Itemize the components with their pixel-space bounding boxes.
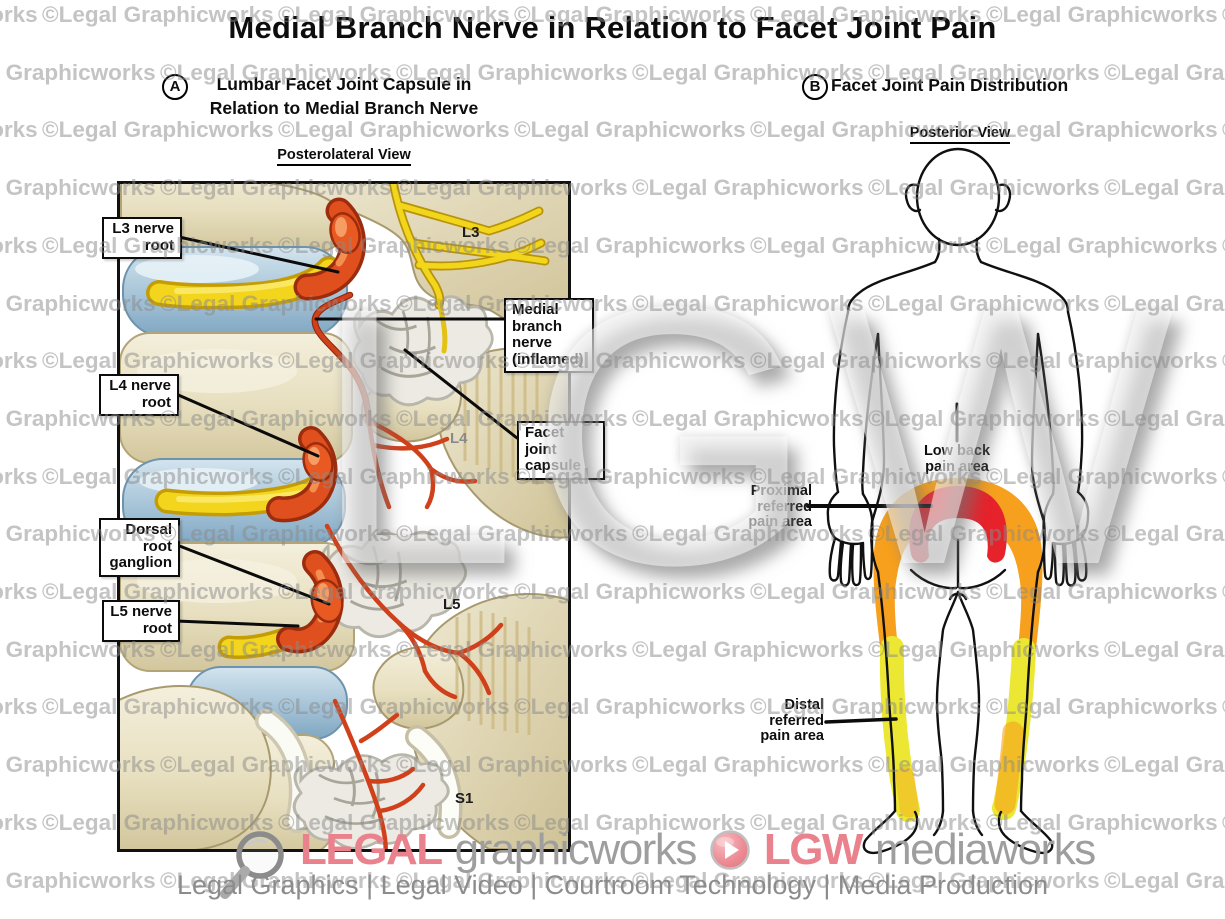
label-low-back-pain-area: Low back pain area: [923, 443, 991, 475]
watermark-tile: ©Legal Graphicworks: [0, 232, 38, 258]
right-ear: [994, 183, 1012, 213]
watermark-tile: ©Legal Graphicworks: [0, 809, 38, 835]
panel-b-view-text: Posterior View: [909, 125, 1011, 144]
watermark-tile: ©Legal Graphicworks: [1104, 752, 1225, 778]
right-foot: [971, 809, 1054, 855]
pain-area-low-back: [909, 486, 1007, 563]
nerve-roots: [266, 197, 367, 654]
callout-facet-joint-capsule: Facet joint capsule: [517, 421, 605, 480]
watermark-tile: ©Legal Graphicworks: [1104, 636, 1225, 662]
vertebra-label-l3: L3: [462, 224, 480, 241]
watermark-tile: ©Legal Graphicworks: [0, 117, 38, 143]
watermark-tile: ©Legal Graphicworks: [1104, 521, 1225, 547]
watermark-tile: ©Legal Graphicworks: [1104, 405, 1225, 431]
panel-a-badge: A: [162, 74, 188, 100]
l3-nerve-root: [293, 197, 367, 301]
shoulders: [846, 260, 1070, 314]
left-hand: [826, 490, 874, 587]
play-icon: [710, 830, 750, 870]
vertebra-label-l4: L4: [450, 430, 468, 447]
legs-outer: [876, 570, 1040, 813]
dorsal-ramus-tree: [388, 181, 550, 354]
watermark-tile: ©Legal Graphicworks: [514, 117, 746, 143]
watermark-tile: ©Legal Graphicworks: [1104, 290, 1225, 316]
watermark-tile: ©Legal Graphicworks: [42, 117, 274, 143]
panel-b-view-label: Posterior View: [860, 125, 1060, 144]
watermark-tile: ©Legal Graphicworks: [0, 579, 38, 604]
watermark-tile: ©Legal Graphicworks: [0, 59, 156, 85]
brand-mediaworks: mediaworks: [874, 825, 1096, 874]
watermark-tile: ©Legal Graphicworks: [0, 463, 38, 489]
arms-inner: [861, 332, 1055, 496]
magnifier-icon: [220, 831, 284, 899]
callout-l5-nerve-root: L5 nerve root: [102, 600, 180, 642]
footer-tagline: Legal Graphics | Legal Video | Courtroom…: [176, 870, 1049, 900]
callout-l3-nerve-root: L3 nerve root: [102, 217, 182, 259]
label-distal-referred-pain-area: Distal referred pain area: [760, 697, 824, 744]
watermark-tile: ©Legal Graphicworks: [0, 694, 38, 720]
panel-a-illustration: L3 L4 L5 S1: [117, 181, 571, 852]
panel-a-view-label: Posterolateral View: [117, 147, 571, 166]
main-title: Medial Branch Nerve in Relation to Facet…: [228, 10, 997, 45]
brand-lgw: LGW: [763, 825, 864, 874]
label-proximal-referred-pain-area: Proximal referred pain area: [748, 483, 812, 530]
left-ear: [904, 183, 922, 213]
body-figure: [826, 147, 1090, 855]
callout-l4-nerve-root: L4 nerve root: [99, 374, 179, 416]
right-hand: [1042, 490, 1090, 587]
left-foot: [862, 809, 945, 855]
neck: [933, 237, 983, 264]
brand-graphicworks: graphicworks: [454, 825, 698, 874]
panel-b-title: Facet Joint Pain Distribution: [831, 75, 1069, 95]
ilium: [117, 685, 272, 852]
panel-b-illustration: [826, 147, 1090, 855]
vertebra-label-l5: L5: [443, 596, 461, 613]
callout-dorsal-root-ganglion: Dorsal root ganglion: [99, 518, 180, 577]
vertebra-label-s1: S1: [455, 790, 473, 807]
panel-a-frame: [117, 181, 571, 852]
arms-outer: [832, 310, 1084, 494]
legs-inner: [935, 590, 981, 813]
watermark-tile: ©Legal Graphicworks: [1104, 175, 1225, 201]
panel-a-view-text: Posterolateral View: [277, 147, 411, 166]
brand-line: LEGAL graphicworks LGW mediaworks: [300, 824, 1096, 876]
panel-a-title: Lumbar Facet Joint Capsule in Relation t…: [209, 74, 479, 118]
medial-branch-network: [311, 291, 504, 852]
callout-medial-branch: Medial branch nerve (inflamed): [504, 298, 594, 373]
watermark-tile: ©Legal Graphicworks: [0, 348, 38, 374]
buttock-creases: [909, 538, 1007, 601]
brand-legal: LEGAL: [300, 825, 443, 874]
head: [915, 147, 1001, 247]
watermark-tile: ©Legal Graphicworks: [632, 59, 864, 85]
watermark-tile: ©Legal Graphicworks: [1104, 59, 1225, 85]
panel-b-badge: B: [802, 74, 828, 100]
watermark-tile: ©Legal Graphicworks: [278, 117, 510, 143]
pain-area-distal-referred: [879, 636, 1036, 822]
